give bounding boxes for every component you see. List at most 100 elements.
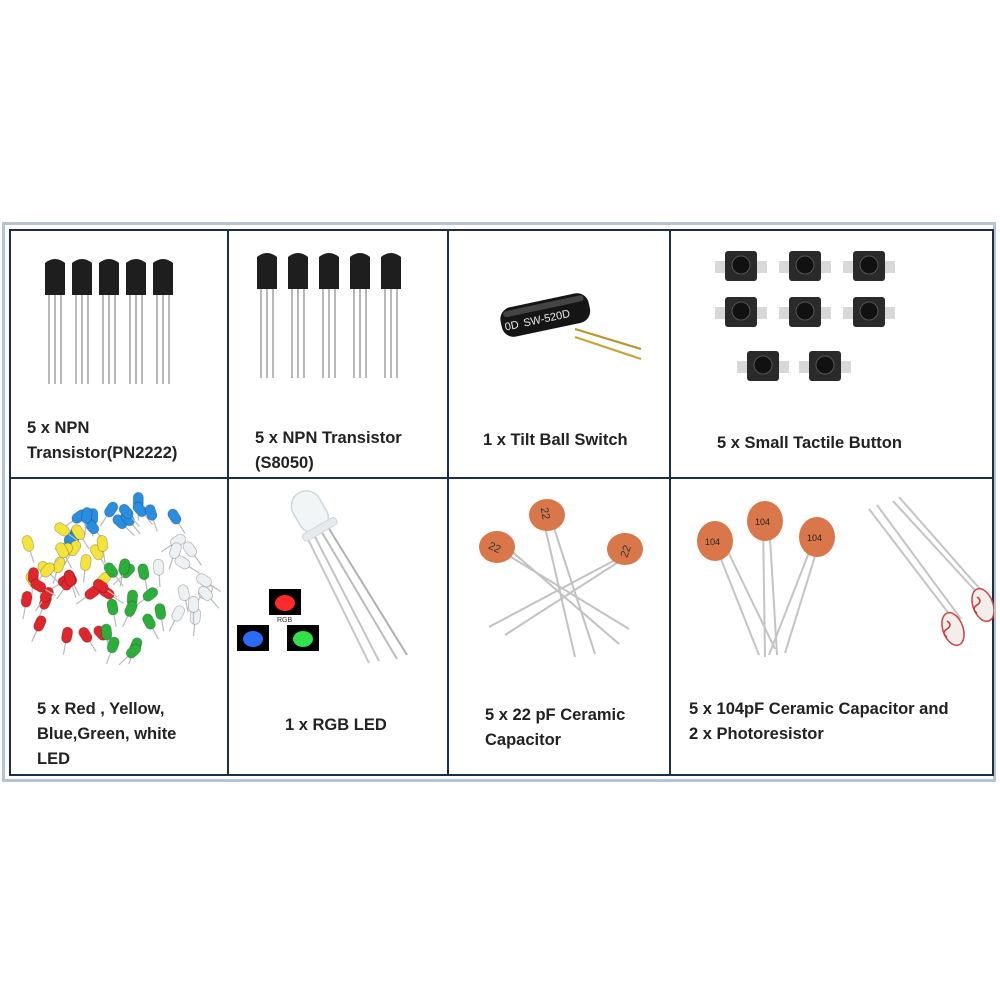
led	[122, 600, 138, 628]
caption-leds: 5 x Red , Yellow, Blue,Green, white LED	[37, 697, 176, 772]
led	[20, 590, 33, 619]
led	[78, 626, 97, 653]
tactile-button	[715, 251, 767, 281]
rgb-led-label: RGB	[277, 617, 293, 624]
rgb-led-icon: RGB	[237, 490, 408, 664]
caption-leds-line3: LED	[37, 750, 70, 768]
tilt-switch-icon: SW-520D 0D	[500, 293, 642, 361]
caption-tilt-switch-line1: 1 x Tilt Ball Switch	[483, 431, 628, 449]
led	[99, 501, 119, 527]
led	[188, 596, 199, 625]
photoresistor-body	[941, 587, 994, 647]
led	[61, 626, 74, 655]
led	[54, 522, 79, 542]
tactile-button-icon	[715, 251, 895, 381]
caption-leds-line1: 5 x Red , Yellow,	[37, 700, 165, 718]
caption-leds-line2: Blue,Green, white	[37, 725, 177, 743]
component-grid: 5 x NPN Transistor(PN2222) 5 x NPN Trans…	[9, 229, 994, 776]
cell-leds: 5 x Red , Yellow, Blue,Green, white LED	[11, 479, 229, 774]
led	[182, 541, 203, 566]
svg-text:104: 104	[807, 533, 822, 543]
outer-frame	[2, 222, 996, 782]
led	[142, 613, 159, 640]
led	[80, 554, 92, 583]
led	[177, 584, 190, 613]
caption-104pf-photoresistor: 5 x 104pF Ceramic Capacitor and 2 x Phot…	[689, 697, 949, 747]
caption-tactile-button-line1: 5 x Small Tactile Button	[717, 434, 902, 452]
led	[63, 540, 82, 566]
caption-tactile-button: 5 x Small Tactile Button	[717, 431, 902, 456]
tactile-button	[737, 351, 789, 381]
transistor-s8050-icon	[257, 253, 401, 378]
svg-text:104: 104	[705, 537, 720, 547]
tactile-button	[779, 251, 831, 281]
transistor	[99, 259, 119, 384]
svg-text:22: 22	[486, 540, 502, 556]
caption-22pf-capacitor: 5 x 22 pF Ceramic Capacitor	[485, 703, 625, 753]
led	[144, 504, 158, 532]
transistor	[126, 259, 146, 384]
led	[106, 598, 119, 627]
caption-22pf-capacitor-line1: 5 x 22 pF Ceramic	[485, 706, 626, 724]
tilt-switch-marking-cut: 0D	[504, 319, 520, 334]
svg-text:22: 22	[538, 506, 552, 520]
capacitor-104: 104 104 104	[697, 501, 835, 561]
led	[112, 514, 135, 536]
photoresistor-icon: 104 104 104	[697, 496, 994, 658]
transistor	[381, 253, 401, 378]
led	[55, 542, 73, 569]
led	[92, 578, 118, 598]
transistor	[257, 253, 277, 378]
caption-22pf-capacitor-line2: Capacitor	[485, 731, 562, 749]
led	[63, 570, 77, 598]
ceramic-capacitor-icon: 22 22 22	[479, 499, 643, 658]
cell-pn2222: 5 x NPN Transistor(PN2222)	[11, 231, 229, 479]
led	[167, 508, 186, 534]
led	[168, 605, 185, 632]
caption-104pf-photoresistor-line2: 2 x Photoresistor	[689, 725, 824, 743]
transistor-pn2222-icon	[45, 259, 173, 384]
led	[105, 636, 120, 664]
caption-pn2222: 5 x NPN Transistor(PN2222)	[27, 416, 177, 466]
tactile-button	[715, 297, 767, 327]
tactile-button	[779, 297, 831, 327]
led	[196, 573, 221, 593]
transistor	[319, 253, 339, 378]
transistor	[153, 259, 173, 384]
led	[198, 585, 220, 609]
cell-tilt-switch: SW-520D 0D 1 x Tilt Ball Switch	[449, 231, 671, 479]
led	[118, 643, 142, 666]
caption-rgb-led: 1 x RGB LED	[285, 713, 387, 738]
led	[71, 524, 90, 550]
svg-text:22: 22	[619, 544, 634, 560]
led	[96, 535, 109, 564]
led-icon	[20, 491, 221, 666]
led	[118, 503, 140, 527]
led	[21, 535, 35, 563]
led	[154, 603, 167, 632]
led	[152, 558, 165, 588]
led	[168, 542, 182, 570]
transistor	[288, 253, 308, 378]
caption-s8050-line2: (S8050)	[255, 454, 314, 472]
caption-s8050-line1: 5 x NPN Transistor	[255, 429, 402, 447]
caption-pn2222-line1: 5 x NPN	[27, 419, 90, 437]
caption-s8050: 5 x NPN Transistor (S8050)	[255, 426, 402, 476]
cell-104pf-photoresistor: 104 104 104 5 x 104pF Ceramic Capacitor …	[671, 479, 994, 774]
led	[118, 558, 131, 587]
transistor	[45, 259, 65, 384]
svg-text:104: 104	[755, 517, 770, 527]
caption-pn2222-line2: Transistor(PN2222)	[27, 444, 178, 462]
tactile-button	[843, 297, 895, 327]
cell-rgb-led: RGB 1 x RGB LED	[229, 479, 449, 774]
led	[30, 578, 56, 597]
transistor	[72, 259, 92, 384]
capacitor-disc: 22 22 22	[479, 499, 643, 565]
caption-rgb-led-line1: 1 x RGB LED	[285, 716, 387, 734]
cell-22pf-capacitor: 22 22 22 5 x 22 pF Ceramic Capacitor	[449, 479, 671, 774]
cell-s8050: 5 x NPN Transistor (S8050)	[229, 231, 449, 479]
transistor	[350, 253, 370, 378]
tactile-button	[799, 351, 851, 381]
led	[31, 615, 47, 643]
led	[132, 501, 154, 526]
